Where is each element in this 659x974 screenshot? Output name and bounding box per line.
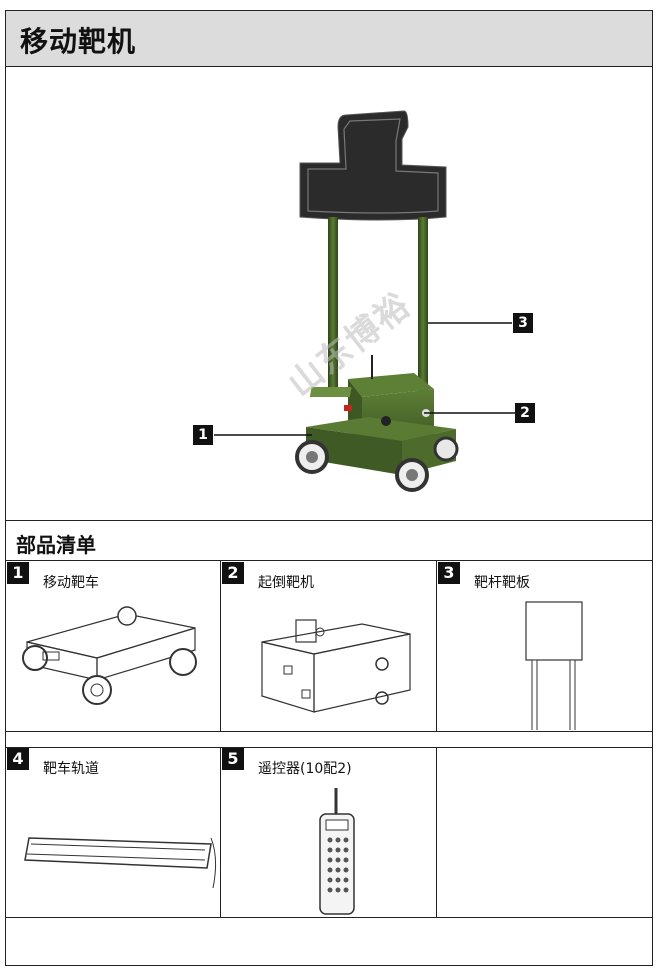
part-number-badge: 1 (7, 562, 29, 584)
track-line-drawing (24, 837, 217, 889)
grid-divider (6, 917, 652, 918)
target-pole-left (328, 217, 338, 387)
part-label: 起倒靶机 (258, 575, 314, 591)
lifter-line-drawing (261, 619, 411, 713)
part-number-badge: 4 (7, 748, 29, 770)
cart-line-drawing (22, 606, 197, 705)
part-cell-empty (438, 748, 652, 916)
mobile-target-drawing (214, 110, 516, 492)
callout-1: 1 (193, 425, 213, 445)
hero-illustration: 3 2 1 山东博裕 (6, 67, 652, 521)
grid-divider (436, 561, 437, 731)
part-label: 遥控器(10配2) (258, 761, 352, 777)
page-title: 移动靶机 (20, 25, 137, 58)
part-cell-lifter: 2 起倒靶机 (222, 562, 435, 730)
part-cell-target-pole: 3 靶杆靶板 (438, 562, 652, 730)
grid-divider (220, 747, 221, 917)
part-cell-cart: 1 移动靶车 (7, 562, 219, 730)
part-label: 移动靶车 (43, 575, 99, 591)
part-label: 靶杆靶板 (474, 575, 530, 591)
grid-divider (436, 747, 437, 917)
part-number-badge: 3 (438, 562, 460, 584)
grid-divider (6, 731, 652, 732)
target-pole-line-drawing (525, 601, 583, 730)
target-plate (299, 110, 447, 221)
part-number-badge: 2 (222, 562, 244, 584)
lifter-box-top (348, 373, 434, 397)
callout-3: 3 (513, 313, 533, 333)
target-pole-right (418, 217, 428, 397)
part-number-badge: 5 (222, 748, 244, 770)
spec-sheet: 移动靶机 (5, 10, 653, 966)
remote-control-drawing (319, 788, 355, 915)
grid-divider (6, 747, 652, 748)
cart-wheels (295, 436, 459, 492)
callout-2: 2 (515, 403, 535, 423)
grid-divider (220, 561, 221, 731)
part-cell-track: 4 靶车轨道 (7, 748, 219, 916)
part-label: 靶车轨道 (43, 761, 99, 777)
cart-body-top (306, 417, 456, 441)
part-cell-remote: 5 遥控器(10配2) (222, 748, 435, 916)
title-bar: 移动靶机 (6, 11, 652, 67)
parts-list-heading: 部品清单 (16, 533, 96, 557)
parts-list-heading-bar: 部品清单 (6, 521, 652, 561)
